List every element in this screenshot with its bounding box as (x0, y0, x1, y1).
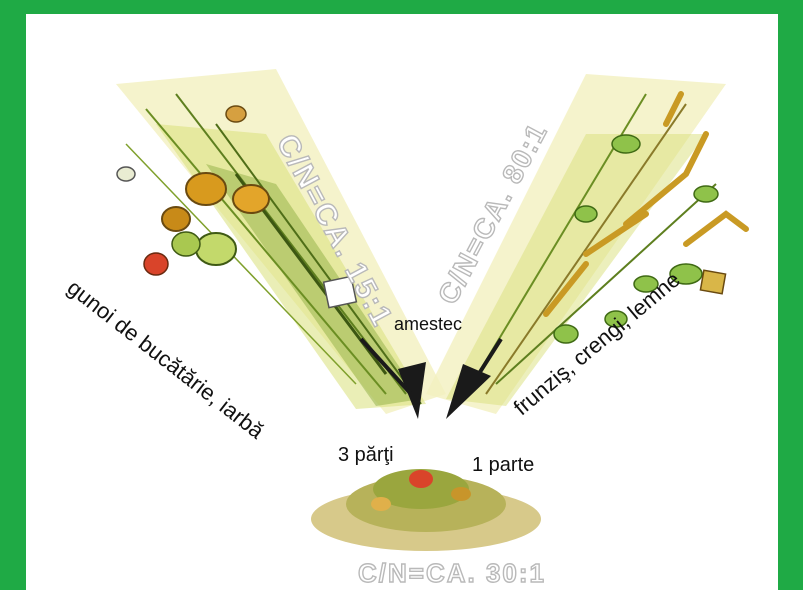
right-proportion-label: 1 parte (472, 454, 534, 477)
illustration-panel: C/N=CA. 15:1 C/N=CA. 80:1 C/N=CA. 30:1 g… (26, 14, 778, 590)
result-ratio-label: C/N=CA. 30:1 (358, 558, 546, 589)
compost-heap (311, 469, 541, 551)
mix-label: amestec (394, 314, 462, 335)
left-proportion-label: 3 părţi (338, 444, 394, 467)
